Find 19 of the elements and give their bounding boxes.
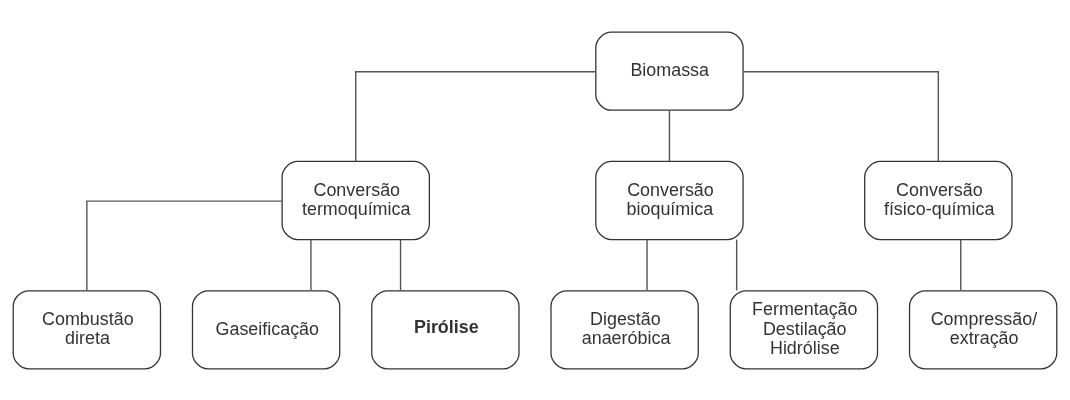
- node-box: Biomassa: [595, 31, 744, 111]
- node-box: Conversão físico-química: [864, 160, 1013, 240]
- node-box: Compressão/ extração: [908, 289, 1058, 369]
- node-box: Digestão anaeróbica: [550, 289, 699, 369]
- node-box: Conversão termoquímica: [281, 160, 430, 240]
- connector: [735, 238, 738, 291]
- node-box: Gaseificação: [191, 289, 341, 369]
- connector: [742, 70, 940, 162]
- connector: [646, 238, 648, 291]
- node-box: Pirólise: [371, 289, 520, 369]
- connector: [399, 238, 402, 291]
- connector: [86, 199, 283, 291]
- connector: [310, 238, 312, 291]
- node-box: Combustão direta: [12, 289, 162, 369]
- node-box: Fermentação Destilação Hidrólise: [729, 289, 879, 369]
- connector: [668, 109, 671, 162]
- connector: [960, 238, 962, 291]
- connector: [355, 70, 597, 162]
- node-box: Conversão bioquímica: [595, 160, 744, 240]
